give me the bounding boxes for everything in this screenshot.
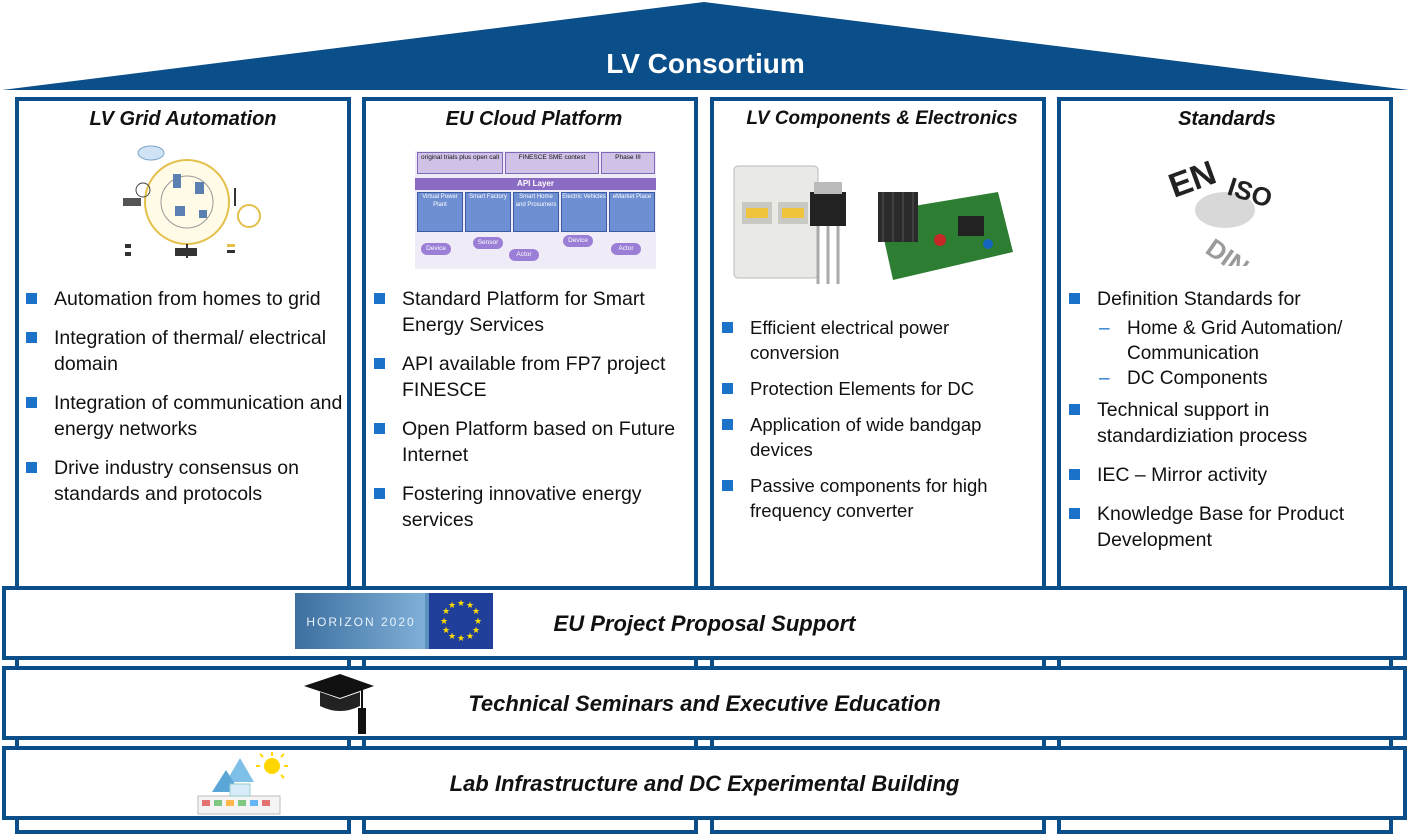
bullet-square-icon <box>374 293 385 304</box>
standards-logo: EN ISO DIN <box>1168 154 1276 266</box>
diagram-bubble: Actor <box>509 249 539 261</box>
svg-text:★: ★ <box>442 626 450 636</box>
bullet-square-icon <box>1069 404 1080 415</box>
bullet-item: Fostering innovative energy services <box>374 481 690 533</box>
sub-bullet-list: –Home & Grid Automation/ Communication –… <box>1097 316 1387 391</box>
svg-text:★: ★ <box>474 617 482 627</box>
band-eu-project-proposal-support: HORIZON 2020 ★★★★ ★★★★ ★★★★ EU Project P… <box>2 586 1407 660</box>
roof-title: LV Consortium <box>606 48 805 79</box>
bullet-item: Automation from homes to grid <box>26 286 344 312</box>
svg-text:★: ★ <box>472 626 480 636</box>
logo-word: DIN <box>1201 232 1255 266</box>
svg-text:★: ★ <box>442 607 450 617</box>
components-photo <box>733 165 1013 284</box>
bullet-square-icon <box>374 358 385 369</box>
bullet-item: Integration of thermal/ electrical domai… <box>26 325 344 377</box>
bullet-square-icon <box>26 293 37 304</box>
dc-building-icon <box>197 752 288 815</box>
sub-bullet-item: –DC Components <box>1099 368 1268 389</box>
band-title: EU Project Proposal Support <box>553 611 856 636</box>
svg-text:★: ★ <box>457 634 465 644</box>
bullet-item: Knowledge Base for Product Development <box>1069 501 1387 553</box>
band-technical-seminars: Technical Seminars and Executive Educati… <box>2 666 1407 740</box>
roof-banner <box>2 2 1409 90</box>
grid-automation-diagram <box>123 145 261 258</box>
svg-text:★: ★ <box>472 607 480 617</box>
svg-text:★: ★ <box>440 617 448 627</box>
svg-text:★: ★ <box>457 599 465 609</box>
graduation-cap-icon <box>304 674 374 734</box>
bullet-item: API available from FP7 project FINESCE <box>374 351 690 403</box>
bullet-list: Automation from homes to grid Integratio… <box>26 286 344 520</box>
bullet-item: IEC – Mirror activity <box>1069 462 1387 488</box>
bullet-square-icon <box>26 332 37 343</box>
bullet-item: Efficient electrical power conversion <box>722 315 1028 365</box>
bullet-square-icon <box>26 462 37 473</box>
diagram-bubble: Sensor <box>473 237 503 249</box>
pillar-title: LV Components & Electronics <box>746 108 1018 129</box>
bullet-square-icon <box>722 322 733 333</box>
bullet-square-icon <box>1069 508 1080 519</box>
bullet-item: Technical support in standardiziation pr… <box>1069 397 1387 449</box>
svg-text:★: ★ <box>448 601 456 611</box>
diagram-column: Smart Factory <box>465 192 511 232</box>
horizon-2020-logo: HORIZON 2020 ★★★★ ★★★★ ★★★★ <box>295 593 493 649</box>
pillar-title: Standards <box>1178 108 1276 130</box>
svg-text:★: ★ <box>466 601 474 611</box>
bullet-square-icon <box>1069 293 1080 304</box>
eu-flag-icon: ★★★★ ★★★★ ★★★★ <box>429 593 493 649</box>
bullet-list: Definition Standards for –Home & Grid Au… <box>1069 286 1387 566</box>
diagram-column: Virtual Power Plant <box>417 192 463 232</box>
svg-text:★: ★ <box>466 632 474 642</box>
dash-icon: – <box>1099 318 1110 339</box>
diagram-label: original trials plus open call <box>417 152 503 174</box>
pillar-title: EU Cloud Platform <box>445 108 623 130</box>
bullet-item: Standard Platform for Smart Energy Servi… <box>374 286 690 338</box>
bullet-item: Drive industry consensus on standards an… <box>26 455 344 507</box>
band-title: Technical Seminars and Executive Educati… <box>468 691 941 716</box>
bullet-square-icon <box>374 488 385 499</box>
bullet-list: Efficient electrical power conversion Pr… <box>722 315 1028 534</box>
bullet-square-icon <box>722 480 733 491</box>
bullet-square-icon <box>26 397 37 408</box>
horizon-2020-text: HORIZON 2020 <box>306 615 416 629</box>
api-layer: API Layer <box>415 178 656 190</box>
bullet-item: Open Platform based on Future Internet <box>374 416 690 468</box>
finesce-platform-diagram: original trials plus open call FINESCE S… <box>415 151 656 269</box>
diagram-bubble: Actor <box>611 243 641 255</box>
sub-bullet-item: –Home & Grid Automation/ Communication <box>1099 318 1343 364</box>
diagram-bubble: Device <box>563 235 593 247</box>
diagram-bubble: Device <box>421 243 451 255</box>
bullet-item: Protection Elements for DC <box>722 376 1028 401</box>
bullet-item: Passive components for high frequency co… <box>722 473 1028 523</box>
dash-icon: – <box>1099 368 1110 389</box>
diagram-column: eMarket Place <box>609 192 655 232</box>
bullet-square-icon <box>722 419 733 430</box>
svg-text:★: ★ <box>448 632 456 642</box>
diagram-column: Electric Vehicles <box>561 192 607 232</box>
band-lab-infrastructure: Lab Infrastructure and DC Experimental B… <box>2 746 1407 820</box>
bullet-item: Definition Standards for –Home & Grid Au… <box>1069 286 1387 391</box>
diagram-label: Phase III <box>601 152 655 174</box>
diagram-column: Smart Home and Prosumers <box>513 192 559 232</box>
bullet-square-icon <box>1069 469 1080 480</box>
diagram-label: FINESCE SME contest <box>505 152 599 174</box>
bullet-square-icon <box>374 423 385 434</box>
bullet-square-icon <box>722 383 733 394</box>
pillar-title: LV Grid Automation <box>89 108 277 130</box>
band-title: Lab Infrastructure and DC Experimental B… <box>449 771 960 796</box>
bullet-item: Application of wide bandgap devices <box>722 412 1028 462</box>
bullet-list: Standard Platform for Smart Energy Servi… <box>374 286 690 546</box>
bullet-item: Integration of communication and energy … <box>26 390 344 442</box>
